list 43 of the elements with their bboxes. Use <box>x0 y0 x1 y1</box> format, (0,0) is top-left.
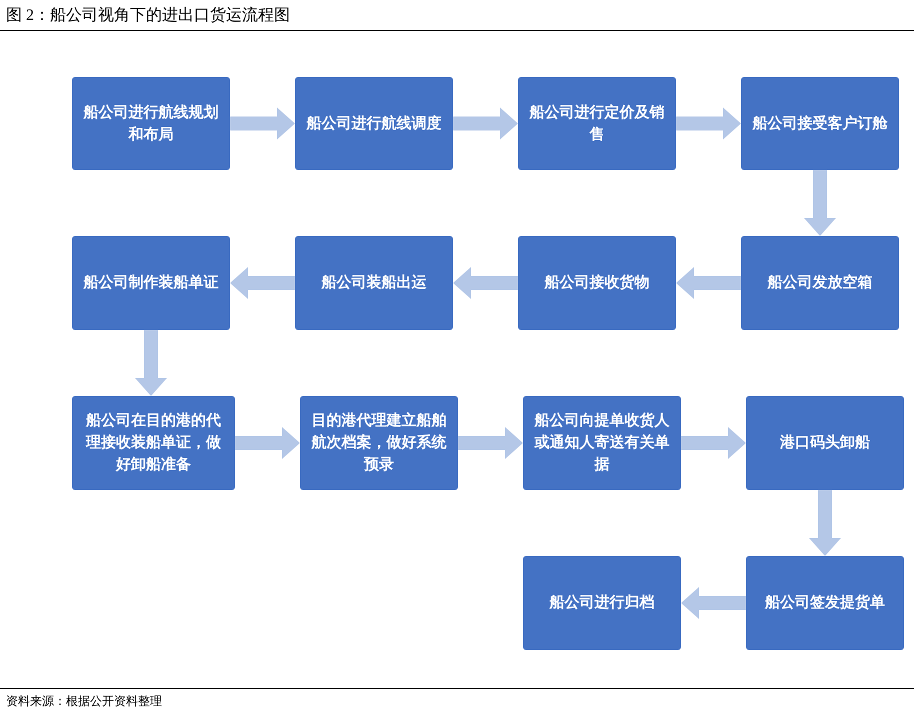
process-box <box>518 236 676 330</box>
step-text: 船公司接受客户订舱 <box>752 114 888 134</box>
process-box <box>72 396 235 490</box>
step-text: 船公司向提单收货人或通知人寄送有关单据 <box>533 411 670 475</box>
process-box <box>295 236 453 330</box>
process-box <box>72 77 230 170</box>
step-text: 船公司进行定价及销售 <box>528 102 666 144</box>
process-box <box>746 396 904 490</box>
block-arrow <box>676 267 741 299</box>
step-text: 船公司进行航线调度 <box>306 114 442 134</box>
step-text: 船公司签发提货单 <box>765 593 885 613</box>
block-arrow <box>676 108 741 140</box>
process-box <box>72 236 230 330</box>
block-arrow <box>230 267 295 299</box>
step-text: 船公司进行归档 <box>550 593 654 613</box>
process-box <box>746 556 904 650</box>
block-arrow <box>453 108 518 140</box>
figure-title: 图 2：船公司视角下的进出口货运流程图 <box>6 6 290 26</box>
process-box <box>523 556 681 650</box>
step-text: 船公司装船出运 <box>322 273 426 293</box>
step-text: 船公司接收货物 <box>544 273 650 293</box>
step-text: 船公司制作装船单证 <box>84 273 218 293</box>
block-arrow <box>235 427 300 459</box>
block-arrow <box>135 330 167 396</box>
step-text: 港口码头卸船 <box>780 433 870 453</box>
block-arrow <box>809 490 841 556</box>
step-text: 船公司发放空箱 <box>768 273 872 293</box>
block-arrow <box>681 427 746 459</box>
process-box <box>523 396 681 490</box>
block-arrow <box>230 108 295 140</box>
source-note: 资料来源：根据公开资料整理 <box>6 693 162 710</box>
block-arrow <box>458 427 523 459</box>
process-box <box>300 396 458 490</box>
step-text: 目的港代理建立船舶航次档案，做好系统预录 <box>310 411 448 475</box>
process-box <box>741 77 899 170</box>
step-text: 船公司进行航线规划和布局 <box>82 102 220 144</box>
process-box <box>741 236 899 330</box>
block-arrow <box>681 587 746 619</box>
block-arrow <box>453 267 518 299</box>
step-text: 船公司在目的港的代理接收装船单证，做好卸船准备 <box>84 411 222 475</box>
process-box <box>518 77 676 170</box>
block-arrow <box>804 170 836 236</box>
process-box <box>295 77 453 170</box>
